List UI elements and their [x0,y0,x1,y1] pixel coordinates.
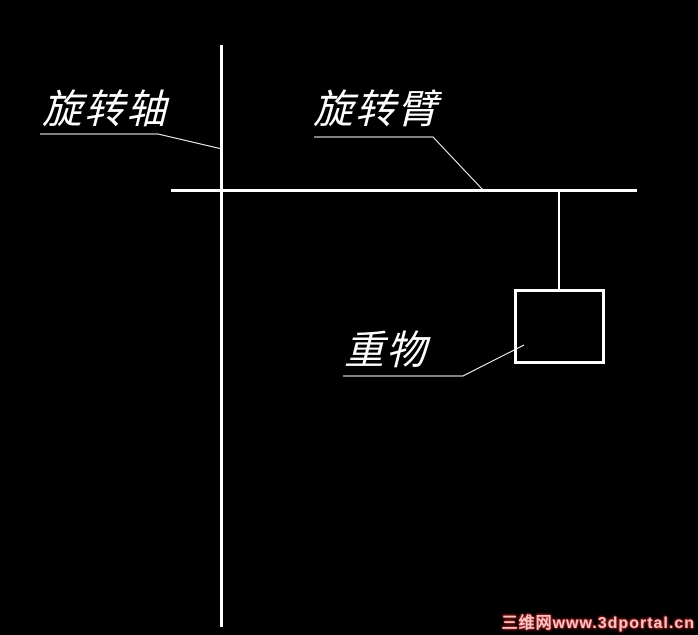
weight-hanger-line [558,191,560,291]
weight-box [514,289,605,364]
leader-rotation-arm [314,136,484,191]
rotation-axis-line [220,45,223,627]
rotation-arm-line [171,189,637,192]
label-rotation-arm: 旋转臂 [313,87,439,132]
label-weight: 重物 [344,328,428,373]
leader-weight [343,344,525,377]
leader-rotation-axis [40,133,223,150]
label-rotation-axis: 旋转轴 [42,87,168,132]
watermark: 三维网www.3dportal.cn [501,615,695,632]
